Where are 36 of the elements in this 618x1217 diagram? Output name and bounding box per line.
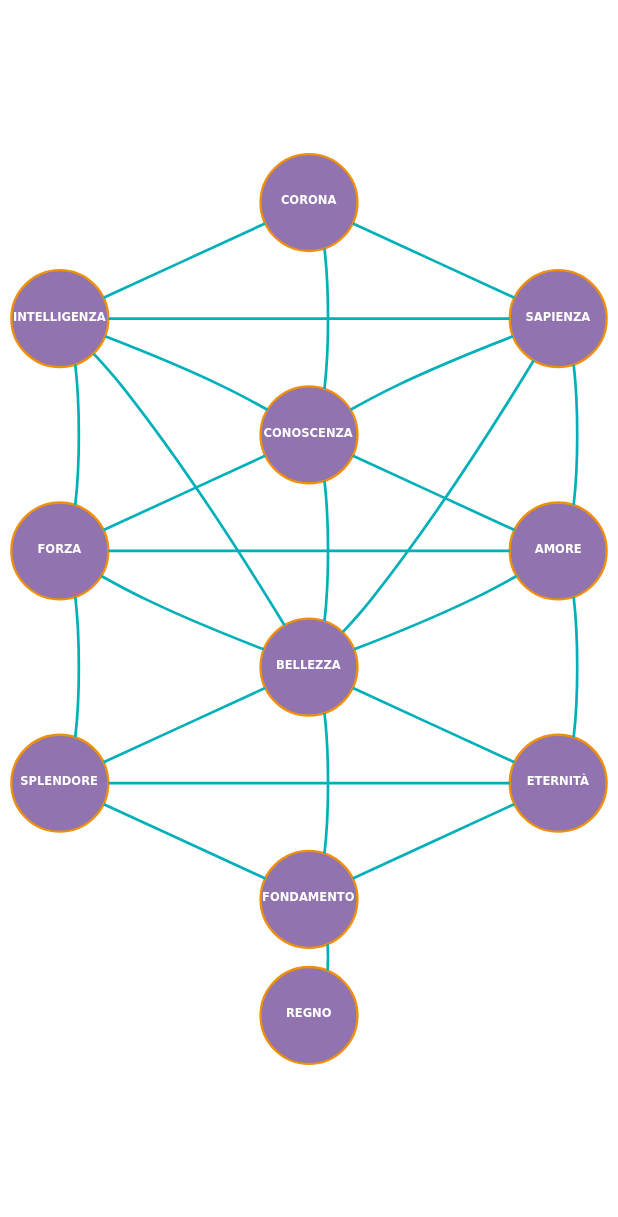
connector bbox=[323, 712, 330, 853]
node-circle: INTELLIGENZA bbox=[10, 268, 110, 368]
connector bbox=[323, 480, 330, 621]
node-circle: BELLEZZA bbox=[259, 616, 359, 717]
connector bbox=[352, 802, 515, 880]
node-circle: AMORE bbox=[508, 500, 608, 601]
node-circle: ETERNITÀ bbox=[508, 733, 608, 833]
connector bbox=[572, 364, 579, 505]
connector bbox=[103, 686, 266, 764]
node-circle: CORONA bbox=[259, 152, 359, 252]
connector bbox=[353, 574, 518, 651]
connector bbox=[572, 596, 579, 737]
connector bbox=[92, 352, 286, 626]
node-circle: SPLENDORE bbox=[10, 733, 110, 833]
node-circle: FONDAMENTO bbox=[259, 849, 359, 949]
connector bbox=[349, 334, 514, 411]
connector bbox=[108, 549, 510, 552]
node-circle: FORZA bbox=[10, 500, 110, 601]
connector bbox=[352, 686, 515, 764]
connector bbox=[103, 802, 266, 880]
connector bbox=[73, 364, 81, 505]
connector bbox=[323, 247, 330, 389]
connector bbox=[73, 596, 81, 737]
node-circle: CONOSCENZA bbox=[259, 384, 359, 484]
connector bbox=[103, 454, 266, 531]
connector bbox=[104, 334, 269, 411]
node-circle: SAPIENZA bbox=[508, 268, 608, 368]
connector bbox=[352, 221, 515, 299]
connector bbox=[341, 359, 535, 633]
connector bbox=[103, 221, 266, 299]
connector bbox=[326, 943, 330, 971]
connector bbox=[108, 781, 510, 785]
connector bbox=[100, 574, 265, 651]
connector bbox=[108, 316, 510, 320]
connector bbox=[352, 454, 515, 531]
node-circle: REGNO bbox=[259, 965, 359, 1065]
